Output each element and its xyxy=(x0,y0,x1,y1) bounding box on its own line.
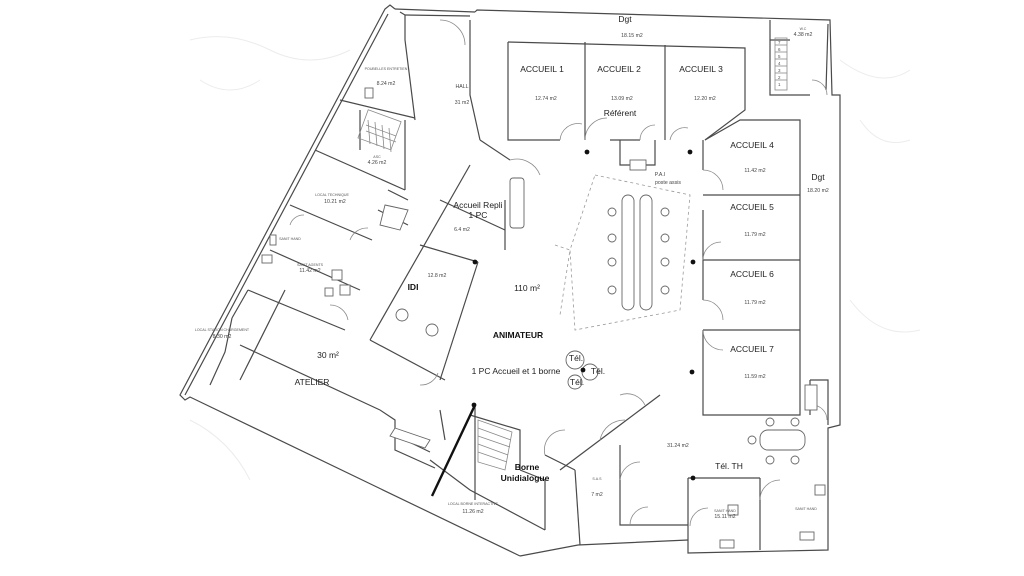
background-sketch xyxy=(189,36,921,481)
pai-dashed-outline xyxy=(554,174,691,331)
stair-handrail xyxy=(430,404,477,497)
main-hall-area: 110 m² xyxy=(514,283,540,293)
accueil5-area: 11.79 m2 xyxy=(744,232,765,238)
asc-label: ASC xyxy=(373,155,381,159)
accueil3-area: 12.20 m2 xyxy=(694,96,716,102)
attente-area: 31.24 m2 xyxy=(667,443,689,449)
idi-label: IDI xyxy=(408,282,419,292)
local-borne-label: LOCAL BORNE INTERACTIVE xyxy=(448,502,499,506)
dgt-right-area: 18.20 m2 xyxy=(807,188,829,194)
tel3-label: Tél. xyxy=(570,377,584,387)
dgt-top-area: 18.15 m2 xyxy=(621,33,643,39)
sas-area: 7 m2 xyxy=(591,492,603,498)
sanit-hand-bottom-label: SANIT HAND xyxy=(714,509,736,513)
room-labels: Dgt 18.15 m2 W.C 4.38 m2 ACCUEIL 1 12.74… xyxy=(195,14,829,520)
wc-top-area: 4.38 m2 xyxy=(794,32,813,38)
accueil6-area: 11.79 m2 xyxy=(744,300,765,306)
step-4: 4 xyxy=(778,61,781,66)
local-technique-area: 10.21 m2 xyxy=(324,199,346,205)
pai-label2: poste assis xyxy=(655,180,681,186)
stair-step-numbers: 7 6 5 4 3 2 1 xyxy=(778,40,781,87)
accueil7-label: ACCUEIL 7 xyxy=(730,344,774,354)
atelier-label: ATELIER xyxy=(295,377,330,387)
step-1: 7 xyxy=(778,40,781,45)
accueil4-label: ACCUEIL 4 xyxy=(730,140,774,150)
accueil2-label: ACCUEIL 2 xyxy=(597,64,641,74)
accueil-repli-area: 6.4 m2 xyxy=(454,227,470,233)
stair-asc xyxy=(357,109,402,153)
local-technique-label: LOCAL TECHNIQUE xyxy=(315,193,349,197)
step-6: 2 xyxy=(778,75,781,80)
outer-walls xyxy=(179,4,841,557)
step-7: 1 xyxy=(778,82,781,87)
step-5: 3 xyxy=(778,68,781,73)
step-2: 6 xyxy=(778,47,781,52)
accueil1-label: ACCUEIL 1 xyxy=(520,64,564,74)
sanitaires-agents-area: 11.42 m2 xyxy=(299,268,320,274)
poubelles-label: POUBELLES ENTRETIEN xyxy=(365,67,408,71)
dgt-top-label: Dgt xyxy=(618,14,632,24)
accueil7-area: 11.59 m2 xyxy=(744,374,765,380)
accueil6-label: ACCUEIL 6 xyxy=(730,269,774,279)
borne-label2: Unidialogue xyxy=(501,473,550,483)
local-station-area: 8.30 m2 xyxy=(213,334,232,340)
dgt-right-label: Dgt xyxy=(811,172,825,182)
local-borne-area: 11.26 m2 xyxy=(462,509,483,515)
sas-label: S.A.S xyxy=(592,477,602,481)
hall-label: HALL xyxy=(456,84,469,90)
pai-label: P.A.I xyxy=(655,172,666,178)
local-station-label: LOCAL STATION CHARGEMENT xyxy=(195,328,250,332)
wc-top-label: W.C xyxy=(800,27,807,31)
accueil1-area: 12.74 m2 xyxy=(535,96,557,102)
sanitaires-agents-label: SANIT AGENTS xyxy=(297,263,324,267)
tel-th-label: Tél. TH xyxy=(715,461,743,471)
stair-right xyxy=(774,37,788,91)
accueil2-area: 13.09 m2 xyxy=(611,96,633,102)
accueil-repli-label2: 1 PC xyxy=(469,210,488,220)
accueil2-note: Référent xyxy=(604,108,637,118)
doors xyxy=(289,19,828,527)
interior-walls xyxy=(209,15,829,550)
tel2-label: Tél. xyxy=(591,366,605,376)
hall-area: 31 m2 xyxy=(455,100,470,106)
tel1-label: Tél. xyxy=(569,353,583,363)
stair-borne xyxy=(477,419,513,471)
idi-area: 12.8 m2 xyxy=(428,273,447,279)
accueil3-label: ACCUEIL 3 xyxy=(679,64,723,74)
furniture xyxy=(261,87,826,549)
asc-area: 4.26 m2 xyxy=(368,160,387,166)
pc-accueil-label: 1 PC Accueil et 1 borne xyxy=(472,366,561,376)
accueil5-label: ACCUEIL 5 xyxy=(730,202,774,212)
sanit-hand-label: SANIT HAND xyxy=(279,237,301,241)
accueil-repli-label: Accueil Repli xyxy=(453,200,502,210)
poubelles-area: 8.24 m2 xyxy=(377,81,396,87)
ceiling-points xyxy=(471,149,696,481)
accueil4-area: 11.42 m2 xyxy=(744,168,765,174)
borne-label: Borne xyxy=(515,462,540,472)
atelier-area: 30 m² xyxy=(317,350,339,360)
sanit-hand-br-label: SANIT HAND xyxy=(795,507,817,511)
animateur-label: ANIMATEUR xyxy=(493,330,543,340)
sanit-hand-bottom-area: 15.11 m2 xyxy=(714,514,735,520)
step-3: 5 xyxy=(778,54,781,59)
